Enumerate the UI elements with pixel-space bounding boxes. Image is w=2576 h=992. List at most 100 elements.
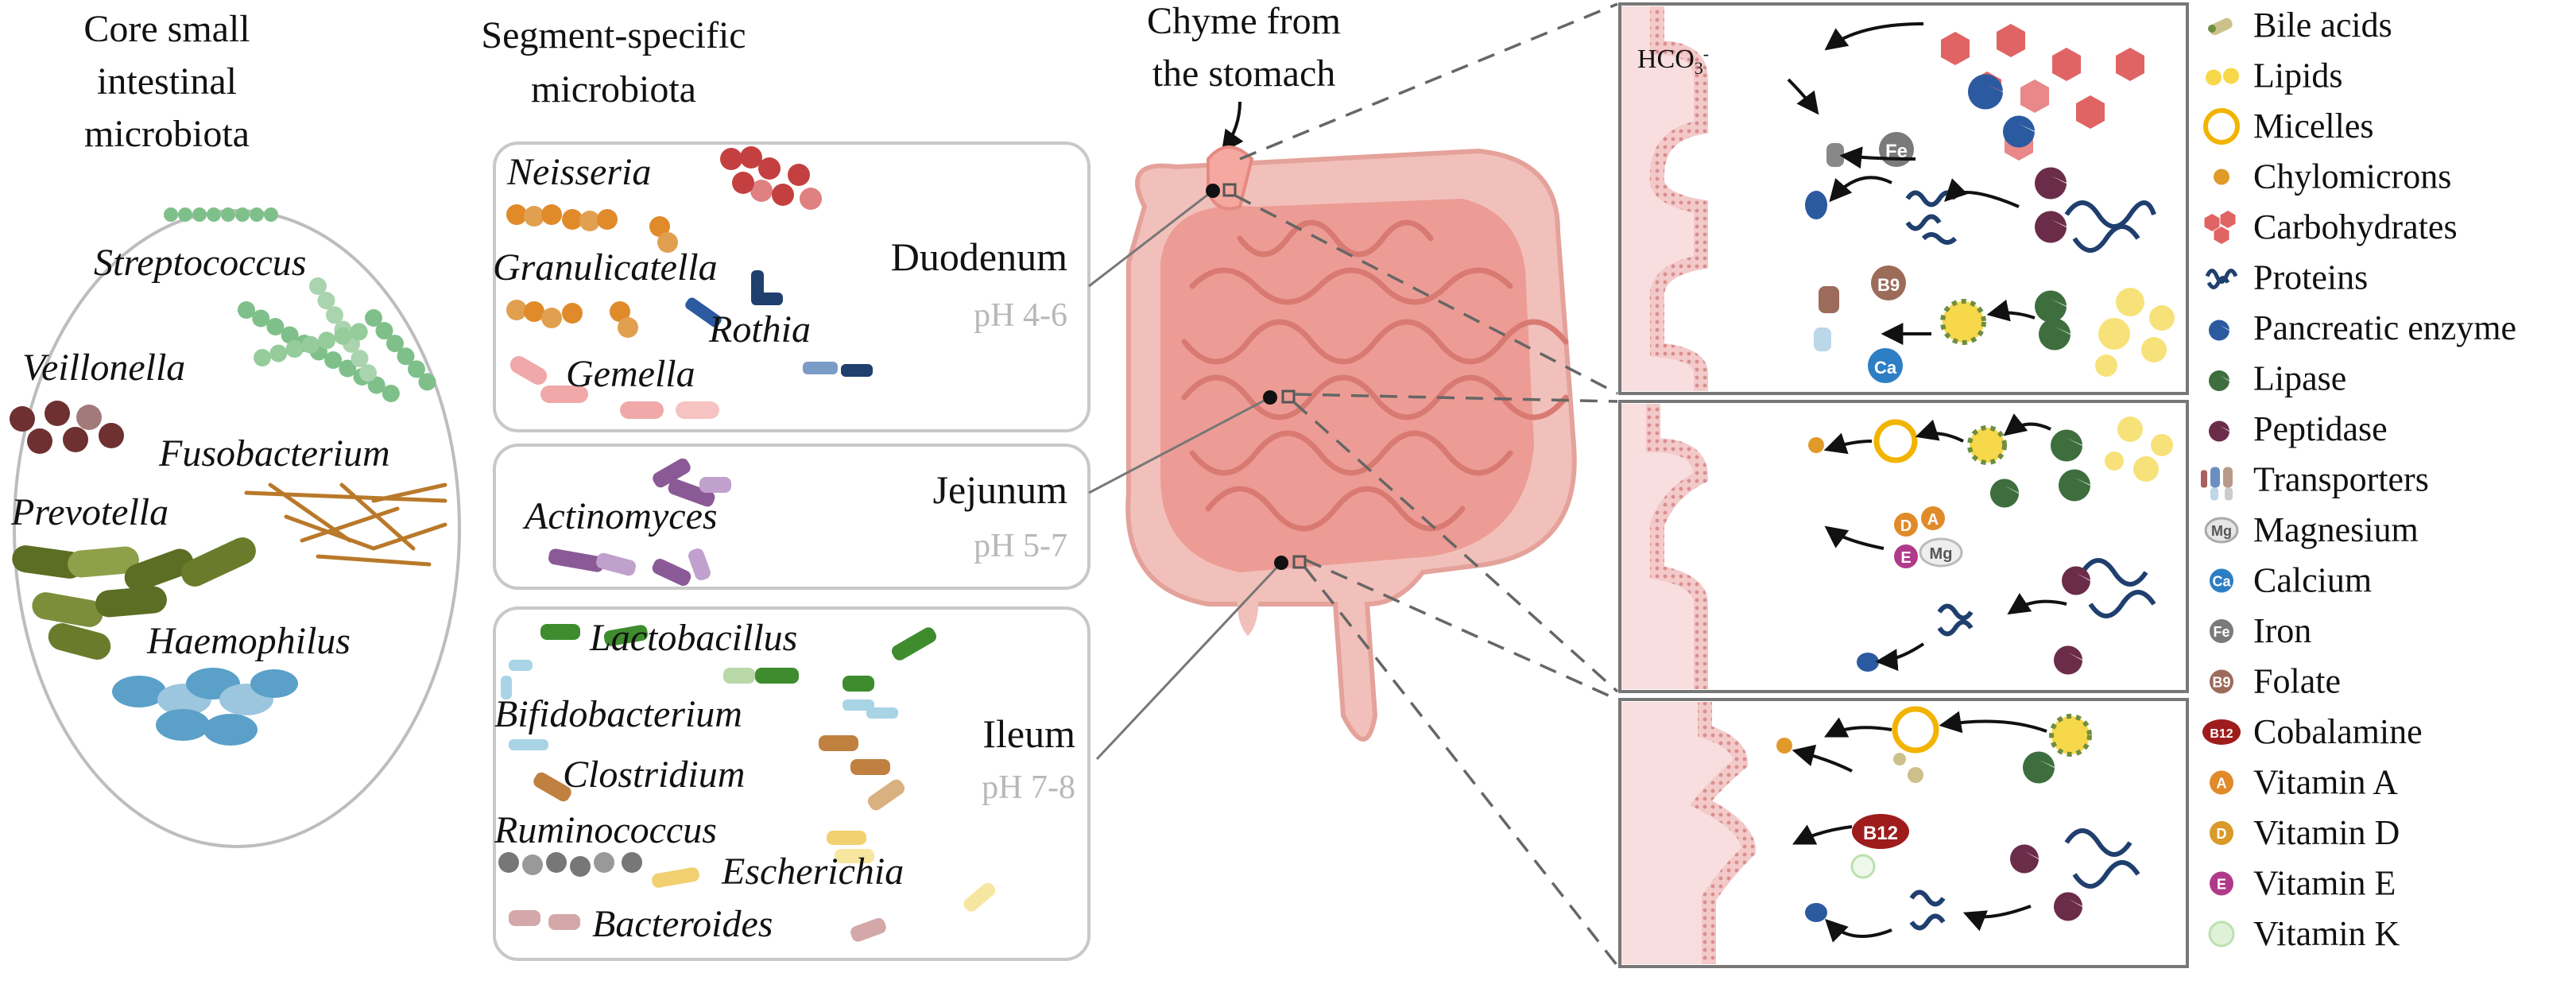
segment-box-jejunum: Actinomyces Jejunum pH 5-7 xyxy=(493,444,1090,590)
folate-badge xyxy=(1871,265,1906,300)
ileum-taxon-clostridium: Clostridium xyxy=(563,754,745,796)
svg-text:E: E xyxy=(1900,549,1911,567)
peptidase-icon xyxy=(2209,420,2229,442)
legend-badge-text: Mg xyxy=(2211,523,2232,539)
bile-acids-icon xyxy=(2208,17,2233,36)
ileum-cells xyxy=(498,624,996,942)
vitamin-e-badge xyxy=(1894,544,1918,568)
legend-item: Carbohydrates xyxy=(2204,207,2458,246)
cobalamine-icon: B12 xyxy=(2202,719,2241,745)
carbohydrates-icon xyxy=(2204,211,2236,244)
bicarbonate-label: HCO3- xyxy=(1637,44,1709,78)
legend-item: Lipids xyxy=(2206,56,2342,95)
jejunum-ph: pH 5-7 xyxy=(974,528,1067,564)
zoom-panel-ileum: B12 xyxy=(1618,698,2189,968)
actinomyces-cells xyxy=(548,458,731,586)
ileum-ph: pH 7-8 xyxy=(982,769,1075,806)
transporters-icon xyxy=(2201,467,2233,501)
legend-badge-text: Fe xyxy=(2213,624,2229,640)
streptococcus-cells xyxy=(164,207,436,402)
duodenum-ph: pH 4-6 xyxy=(974,297,1067,334)
duodenum-label: Duodenum xyxy=(891,234,1067,279)
legend-badge-text: B9 xyxy=(2212,675,2230,691)
segment-box-ileum: Lactobacillus Bifidobacterium Clostridiu… xyxy=(493,606,1090,961)
duodenum-taxon-gemella: Gemella xyxy=(566,353,695,395)
duodenum-taxon-neisseria: Neisseria xyxy=(506,151,651,193)
segment-header-line-2: microbiota xyxy=(531,68,696,110)
legend-label: Pancreatic enzyme xyxy=(2253,308,2516,347)
rothia-cells xyxy=(685,270,873,377)
granulicatella-cells xyxy=(506,204,678,338)
segment-box-duodenum: Neisseria Granulicatella Rothia Gemella … xyxy=(493,141,1090,432)
legend-label: Bile acids xyxy=(2253,6,2392,45)
core-taxon-haemophilus: Haemophilus xyxy=(146,620,351,662)
legend-label: Folate xyxy=(2253,662,2341,701)
legend-label: Vitamin D xyxy=(2253,813,2400,852)
gemella-cells xyxy=(509,356,719,419)
haemophilus-cells xyxy=(112,668,298,746)
svg-text:Ca: Ca xyxy=(1874,358,1897,378)
svg-text:B9: B9 xyxy=(1877,275,1900,295)
duodenum-taxon-granulicatella: Granulicatella xyxy=(493,246,718,289)
legend-label: Lipids xyxy=(2253,56,2342,95)
protein-fragments xyxy=(1905,190,2156,253)
veillonella-cells xyxy=(10,401,124,454)
legend-item: Proteins xyxy=(2205,258,2368,297)
jejunum-box-outline xyxy=(493,444,1090,590)
svg-text:B12: B12 xyxy=(1863,823,1898,844)
legend-label: Calcium xyxy=(2253,561,2372,600)
ileum-label: Ileum xyxy=(982,711,1075,756)
segment-header-line-1: Segment-specific xyxy=(481,14,746,56)
legend-item: Peptidase xyxy=(2209,409,2388,448)
legend: Bile acidsLipidsMicellesChylomicronsCarb… xyxy=(2201,6,2516,953)
zoom-panel-1-frame xyxy=(1618,2,2189,395)
legend-item: Micelles xyxy=(2203,107,2374,145)
magnesium-icon: Mg xyxy=(2204,517,2239,544)
legend-item: D Vitamin D xyxy=(2210,813,2400,852)
core-header-line-1: Core small xyxy=(83,8,250,50)
legend-item: B9 Folate xyxy=(2210,662,2341,701)
ileum-taxon-ruminococcus: Ruminococcus xyxy=(494,809,717,851)
lipase-icon xyxy=(2209,370,2229,391)
legend-badge-text: A xyxy=(2217,776,2227,792)
legend-label: Cobalamine xyxy=(2253,712,2423,751)
ileum-box-outline xyxy=(493,606,1090,961)
core-header-line-3: microbiota xyxy=(84,113,250,155)
legend-item: Lipase xyxy=(2209,359,2346,398)
vitamin-k-badge xyxy=(1850,854,1876,879)
legend-label: Iron xyxy=(2253,611,2311,650)
legend-item: Vitamin K xyxy=(2208,914,2400,953)
segment-header: Segment-specific microbiota xyxy=(481,14,746,110)
ileum-taxon-bacteroides: Bacteroides xyxy=(592,903,773,945)
lipids-icon xyxy=(2206,68,2239,86)
svg-text:A: A xyxy=(1927,511,1939,529)
legend-item: Bile acids xyxy=(2208,6,2392,45)
legend-badge-text: B12 xyxy=(2210,727,2233,741)
vitamin-d-icon: D xyxy=(2210,821,2233,845)
legend-label: Vitamin E xyxy=(2253,864,2396,903)
vitamin-e-icon: E xyxy=(2210,871,2233,896)
magnesium-badge xyxy=(1919,537,1963,568)
ileum-taxon-bifidobacterium: Bifidobacterium xyxy=(494,693,742,735)
zoom-panel-duodenum: HCO3- Fe B9 Ca xyxy=(1618,2,2189,395)
legend-label: Vitamin K xyxy=(2253,914,2400,953)
legend-item: Fe Iron xyxy=(2210,611,2311,650)
legend-label: Vitamin A xyxy=(2253,763,2398,802)
jejunum-taxon-actinomyces: Actinomyces xyxy=(522,495,718,537)
legend-item: Chylomicrons xyxy=(2214,157,2451,196)
zoom-panel-jejunum: D A E Mg xyxy=(1618,400,2189,693)
legend-badge-text: D xyxy=(2217,826,2227,842)
core-taxon-prevotella: Prevotella xyxy=(10,491,169,533)
core-taxon-streptococcus: Streptococcus xyxy=(94,242,306,284)
svg-text:D: D xyxy=(1900,517,1912,535)
legend-item: A Vitamin A xyxy=(2210,763,2398,802)
ileum-taxon-lactobacillus: Lactobacillus xyxy=(589,617,797,659)
core-header: Core small intestinal microbiota xyxy=(83,8,250,155)
legend-label: Magnesium xyxy=(2253,510,2419,549)
chyme-header-line-2: the stomach xyxy=(1152,52,1336,95)
legend-item: E Vitamin E xyxy=(2210,864,2396,903)
chyme-header-line-1: Chyme from xyxy=(1147,0,1341,42)
